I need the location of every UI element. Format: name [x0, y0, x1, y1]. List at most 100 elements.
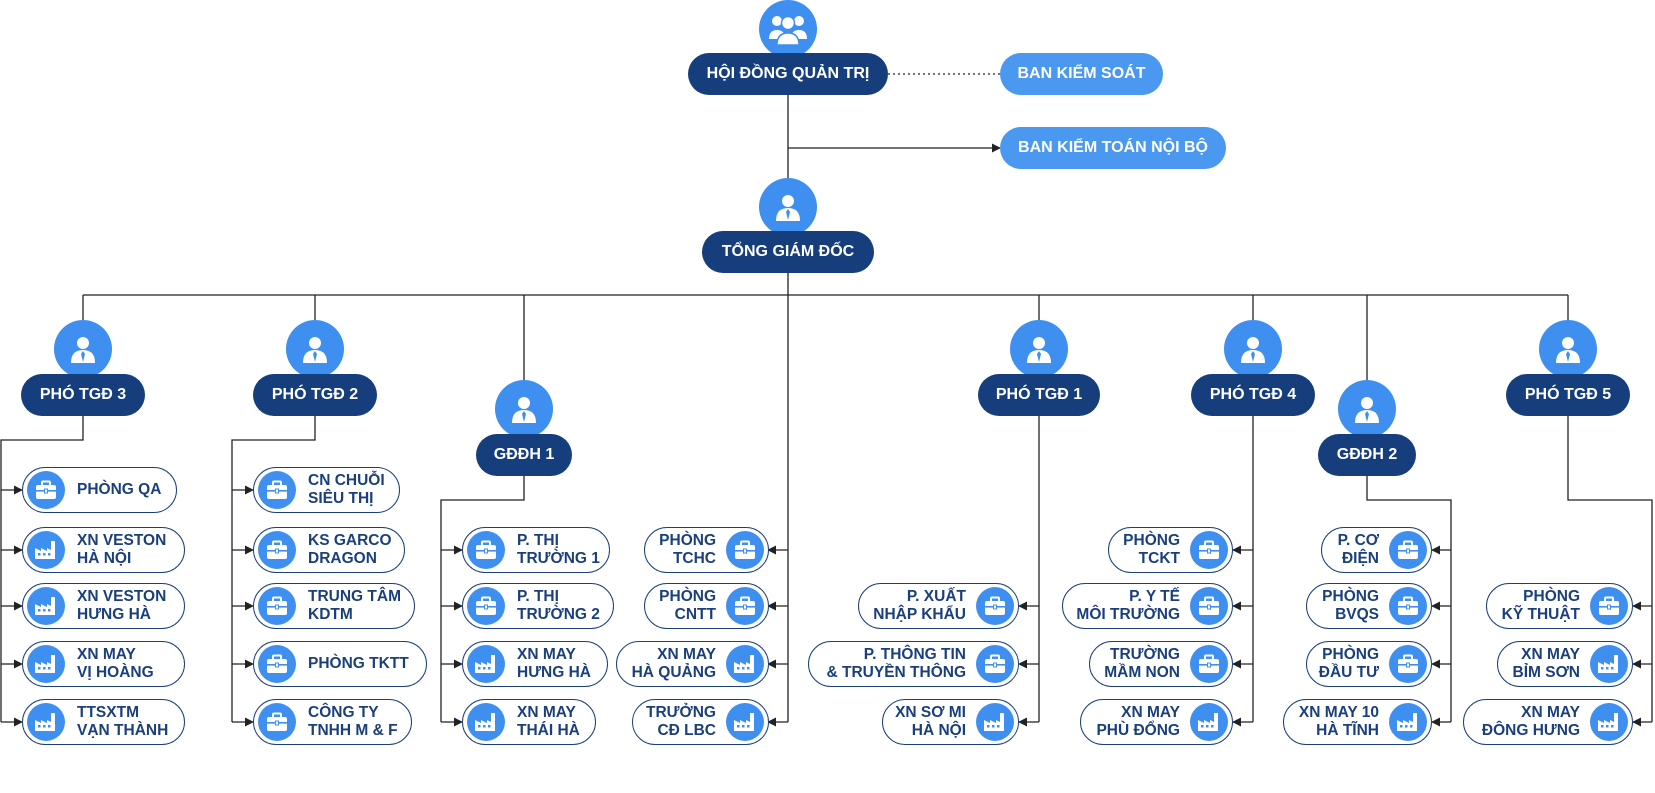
internal-audit-node[interactable]: BAN KIỂM TOÁN NỘI BỘ — [1000, 127, 1226, 169]
unit-label: PHÒNG ĐẦU TƯ — [1318, 646, 1379, 681]
unit-label: PHÒNG QA — [77, 481, 162, 498]
factory-icon — [27, 645, 65, 683]
unit-label: XN MAY THÁI HÀ — [517, 704, 580, 739]
factory-icon — [1590, 703, 1628, 741]
unit-label: PHÒNG TCKT — [1123, 532, 1180, 567]
briefcase-icon — [1389, 531, 1427, 569]
pho-tgd-3-avatar — [54, 320, 112, 378]
unit-p-y-te-moi-truong[interactable]: P. Y TẾ MÔI TRƯỜNG — [1062, 583, 1233, 629]
unit-p-thi-truong-2[interactable]: P. THỊ TRƯỜNG 2 — [462, 583, 614, 629]
factory-icon — [726, 645, 764, 683]
supervisory-board-node[interactable]: BAN KIỂM SOÁT — [1000, 53, 1163, 95]
unit-label: XN MAY HÀ QUẢNG — [631, 646, 716, 681]
unit-phong-cntt[interactable]: PHÒNG CNTT — [644, 583, 769, 629]
pho-tgd-1-node[interactable]: PHÓ TGĐ 1 — [978, 374, 1100, 416]
unit-xn-may-phu-dong[interactable]: XN MAY PHÙ ĐỔNG — [1080, 699, 1233, 745]
factory-icon — [726, 703, 764, 741]
unit-label: TTSXTM VẠN THÀNH — [77, 704, 169, 739]
briefcase-icon — [258, 703, 296, 741]
unit-label: XN VESTON HƯNG HÀ — [77, 588, 167, 623]
unit-phong-tckt[interactable]: PHÒNG TCKT — [1108, 527, 1233, 573]
unit-xn-may-ha-quang[interactable]: XN MAY HÀ QUẢNG — [616, 641, 769, 687]
unit-xn-may-10-ha-tinh[interactable]: XN MAY 10 HÀ TĨNH — [1283, 699, 1432, 745]
unit-cong-ty-tnhh-mf[interactable]: CÔNG TY TNHH M & F — [253, 699, 412, 745]
unit-ttsxtm-van-thanh[interactable]: TTSXTM VẠN THÀNH — [22, 699, 185, 745]
board-node[interactable]: HỘI ĐỒNG QUẢN TRỊ — [688, 53, 888, 95]
ceo-node[interactable]: TỔNG GIÁM ĐỐC — [702, 231, 874, 273]
unit-p-thong-tin-truyen-thong[interactable]: P. THÔNG TIN & TRUYỀN THÔNG — [808, 641, 1019, 687]
unit-phong-tktt[interactable]: PHÒNG TKTT — [253, 641, 427, 687]
unit-label: P. THỊ TRƯỜNG 2 — [517, 588, 600, 623]
unit-phong-bvqs[interactable]: PHÒNG BVQS — [1306, 583, 1432, 629]
unit-xn-may-thai-ha[interactable]: XN MAY THÁI HÀ — [462, 699, 596, 745]
pho-tgd-4-node[interactable]: PHÓ TGĐ 4 — [1191, 374, 1315, 416]
unit-label: P. THỊ TRƯỜNG 1 — [517, 532, 600, 567]
unit-label: KS GARCO DRAGON — [308, 532, 392, 567]
unit-truong-mam-non[interactable]: TRƯỜNG MẦM NON — [1089, 641, 1233, 687]
unit-label: XN VESTON HÀ NỘI — [77, 532, 167, 567]
briefcase-icon — [1190, 645, 1228, 683]
factory-icon — [1389, 703, 1427, 741]
person-icon — [68, 334, 98, 364]
unit-label: XN MAY BỈM SƠN — [1512, 646, 1580, 681]
pho-tgd-3-node[interactable]: PHÓ TGĐ 3 — [21, 374, 145, 416]
briefcase-icon — [1389, 645, 1427, 683]
factory-icon — [976, 703, 1014, 741]
unit-xn-veston-hung-ha[interactable]: XN VESTON HƯNG HÀ — [22, 583, 185, 629]
pho-tgd-5-node[interactable]: PHÓ TGĐ 5 — [1506, 374, 1630, 416]
unit-xn-may-hung-ha[interactable]: XN MAY HƯNG HÀ — [462, 641, 608, 687]
pho-tgd-5-avatar — [1539, 320, 1597, 378]
unit-label: P. CƠ ĐIỆN — [1337, 532, 1379, 567]
person-icon — [1024, 334, 1054, 364]
unit-label: PHÒNG TCHC — [659, 532, 716, 567]
unit-xn-may-dong-hung[interactable]: XN MAY ĐÔNG HƯNG — [1463, 699, 1633, 745]
briefcase-icon — [726, 587, 764, 625]
pho-tgd-2-avatar — [286, 320, 344, 378]
unit-xn-so-mi-ha-noi[interactable]: XN SƠ MI HÀ NỘI — [882, 699, 1019, 745]
unit-phong-tchc[interactable]: PHÒNG TCHC — [644, 527, 769, 573]
unit-p-thi-truong-1[interactable]: P. THỊ TRƯỜNG 1 — [462, 527, 610, 573]
unit-xn-may-bim-son[interactable]: XN MAY BỈM SƠN — [1497, 641, 1633, 687]
unit-xn-veston-ha-noi[interactable]: XN VESTON HÀ NỘI — [22, 527, 185, 573]
unit-p-co-dien[interactable]: P. CƠ ĐIỆN — [1321, 527, 1432, 573]
briefcase-icon — [726, 531, 764, 569]
unit-label: TRƯỞNG CĐ LBC — [646, 704, 716, 739]
unit-phong-ky-thuat[interactable]: PHÒNG KỸ THUẬT — [1486, 583, 1633, 629]
unit-cn-chuoi-sieu-thi[interactable]: CN CHUỖI SIÊU THỊ — [253, 467, 400, 513]
unit-phong-dau-tu[interactable]: PHÒNG ĐẦU TƯ — [1306, 641, 1432, 687]
briefcase-icon — [258, 587, 296, 625]
unit-phong-qa[interactable]: PHÒNG QA — [22, 467, 177, 513]
unit-label: XN MAY HƯNG HÀ — [517, 646, 591, 681]
pho-tgd-4-avatar — [1224, 320, 1282, 378]
person-icon — [509, 394, 539, 424]
unit-label: TRUNG TÂM KDTM — [308, 588, 401, 623]
person-icon — [300, 334, 330, 364]
factory-icon — [27, 531, 65, 569]
gddh-1-node[interactable]: GĐĐH 1 — [476, 434, 572, 476]
unit-label: XN MAY VỊ HOÀNG — [77, 646, 154, 681]
unit-xn-may-vi-hoang[interactable]: XN MAY VỊ HOÀNG — [22, 641, 185, 687]
gddh-1-avatar — [495, 380, 553, 438]
person-icon — [1553, 334, 1583, 364]
unit-trung-tam-kdtm[interactable]: TRUNG TÂM KDTM — [253, 583, 415, 629]
unit-label: PHÒNG BVQS — [1322, 588, 1379, 623]
briefcase-icon — [27, 471, 65, 509]
pho-tgd-2-node[interactable]: PHÓ TGĐ 2 — [253, 374, 377, 416]
unit-label: P. THÔNG TIN & TRUYỀN THÔNG — [826, 646, 967, 681]
unit-label: P. Y TẾ MÔI TRƯỜNG — [1076, 588, 1180, 623]
unit-label: PHÒNG TKTT — [308, 655, 409, 672]
unit-label: CÔNG TY TNHH M & F — [308, 704, 398, 739]
unit-p-xuat-nhap-khau[interactable]: P. XUẤT NHẬP KHẨU — [858, 583, 1019, 629]
gddh-2-avatar — [1338, 380, 1396, 438]
gddh-2-node[interactable]: GĐĐH 2 — [1318, 434, 1416, 476]
briefcase-icon — [467, 531, 505, 569]
unit-label: XN SƠ MI HÀ NỘI — [895, 704, 966, 739]
briefcase-icon — [467, 587, 505, 625]
factory-icon — [27, 703, 65, 741]
ceo-avatar — [759, 178, 817, 236]
unit-label: PHÒNG CNTT — [659, 588, 716, 623]
unit-truong-cd-lbc[interactable]: TRƯỞNG CĐ LBC — [632, 699, 769, 745]
unit-ks-garco-dragon[interactable]: KS GARCO DRAGON — [253, 527, 405, 573]
briefcase-icon — [976, 645, 1014, 683]
